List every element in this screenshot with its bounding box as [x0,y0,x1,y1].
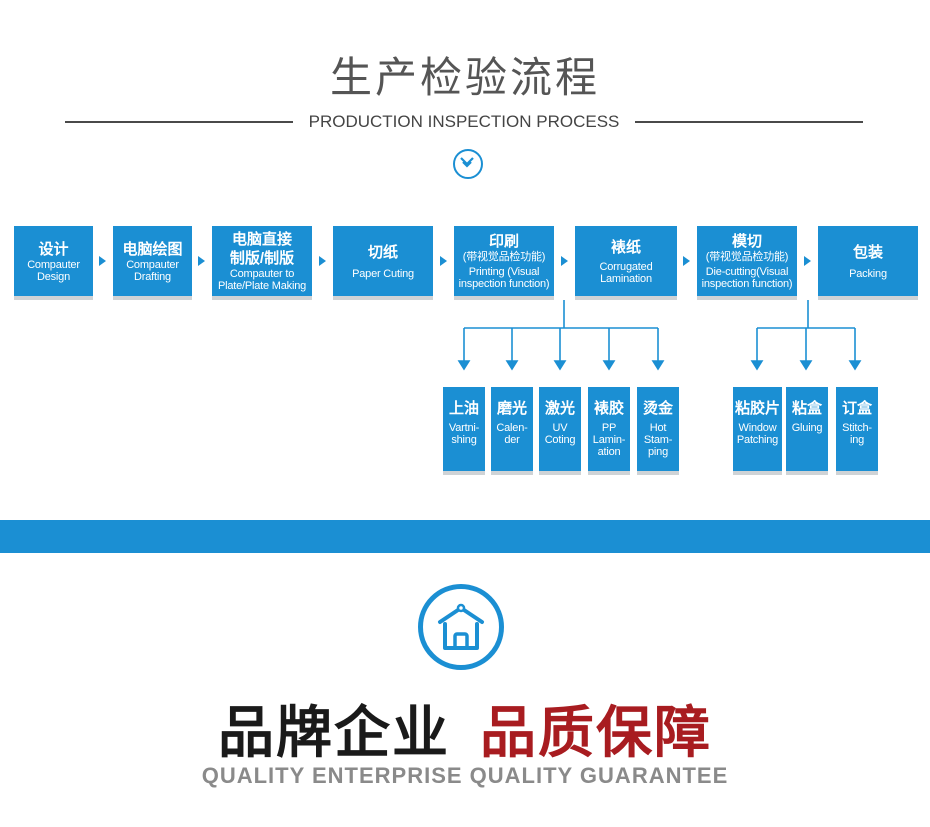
finish-label-en: Hot [649,422,667,434]
finish-uv-coating: 激光 UV Coting [539,387,581,471]
step-label-en: Packing [849,267,887,280]
arrow-right-icon [561,256,568,266]
connector-lines [457,300,862,371]
step-label-cn: 切纸 [367,243,398,261]
step-packing: 包装 Packing [818,226,918,296]
step-label-cn: 裱纸 [610,238,641,256]
finish-label-en: ation [597,446,621,458]
house-emblem [418,584,504,670]
finish-label-cn: 裱胶 [593,400,624,417]
step-corrugated-lamination: 裱纸 Corrugated Lamination [575,226,677,296]
step-label-cn: 模切 [731,233,762,250]
slogan-english: QUALITY ENTERPRISE QUALITY GUARANTEE [201,763,729,788]
page-title: 生产检验流程 [329,54,600,101]
step-design: 设计 Compauter Design [14,226,93,296]
arrow-right-icon [99,256,106,266]
finish-label-en: shing [451,434,477,446]
finish-label-en: Vartni- [448,422,480,434]
finish-label-en: ping [648,446,668,458]
step-label-en: Plate/Plate Making [217,280,307,292]
finish-label-en: Coting [544,434,576,446]
step-label-cn: 设计 [38,240,69,258]
finish-label-cn: 烫金 [642,400,673,417]
arrow-down-icon [553,360,567,371]
finish-label-en: Calen- [496,422,528,434]
step-label-en: Corrugated [599,260,653,273]
step-label-cn-note: (带视觉品检功能) [462,251,546,263]
finish-label-en: UV [552,422,568,434]
arrow-down-icon [505,360,519,371]
step-drafting: 电脑绘图 Compauter Drafting [113,226,192,296]
step-paper-cutting: 切纸 Paper Cuting [333,226,433,296]
step-label-cn: 电脑直接 [231,231,292,248]
step-label-en: Compauter to [229,268,295,280]
finish-label-cn: 订盒 [841,400,872,417]
page-subtitle: PRODUCTION INSPECTION PROCESS [308,112,620,131]
finish-label-en: der [504,434,520,446]
step-label-cn: 包装 [852,243,883,261]
arrow-down-icon [651,360,665,371]
step-label-en: Compauter [27,258,80,271]
arrow-down-icon [848,360,862,371]
arrow-right-icon [198,256,205,266]
step-printing: 印刷 (带视觉品检功能) Printing (Visual inspection… [454,226,554,296]
finish-calender: 磨光 Calen- der [491,387,533,471]
finish-label-cn: 上油 [448,400,479,417]
arrow-down-icon [750,360,764,371]
finish-hot-stamping: 烫金 Hot Stam- ping [637,387,679,471]
step-label-en: Compauter [126,258,179,271]
finish-label-cn: 激光 [544,400,575,417]
subtitle-row: PRODUCTION INSPECTION PROCESS [65,110,864,134]
finish-varnishing: 上油 Vartni- shing [443,387,485,471]
finish-label-en: Stitch- [842,422,872,434]
arrow-down-icon [602,360,616,371]
step-plate-making: 电脑直接 制版/制版 Compauter to Plate/Plate Maki… [212,226,312,296]
step-label-cn: 电脑绘图 [122,240,183,258]
finish-label-cn: 磨光 [496,400,527,417]
step-label-en: Design [36,270,71,283]
finish-label-en: ing [849,434,865,446]
step-label-cn-note: (带视觉品检功能) [705,251,789,263]
finish-label-en: Stam- [643,434,673,446]
finish-label-cn: 粘盒 [791,400,822,417]
step-label-en: inspection function) [458,278,550,290]
finish-label-en: Patching [736,434,779,446]
finish-window-patching: 粘胶片 Window Patching [733,387,782,471]
finish-pp-lamination: 裱胶 PP Lamin- ation [588,387,630,471]
step-label-en: inspection function) [701,278,793,290]
finish-gluing: 粘盒 Gluing [786,387,828,471]
finish-label-en: Lamin- [592,434,626,446]
step-label-cn: 印刷 [488,233,519,250]
step-label-cn: 制版/制版 [229,250,295,267]
house-icon [438,603,484,650]
finish-label-en: Window [738,422,777,434]
arrow-down-icon [457,360,471,371]
finish-stitching: 订盒 Stitch- ing [836,387,878,471]
divider-right [635,121,864,123]
arrow-right-icon [683,256,690,266]
step-label-en: Printing (Visual [468,266,540,278]
finish-label-en: PP [601,422,617,434]
finish-label-cn: 粘胶片 [734,400,780,417]
slogan: 品牌企业品质保障 [0,700,930,766]
step-label-en: Paper Cuting [352,267,414,280]
divider-left [65,121,293,123]
section-divider-band [0,520,930,553]
slogan-part-2: 品质保障 [480,701,712,764]
arrow-right-icon [319,256,326,266]
arrow-right-icon [804,256,811,266]
arrow-right-icon [440,256,447,266]
chevron-down-circle-icon [453,149,483,179]
chevron-down-icon [460,157,474,168]
step-label-en: Drafting [134,270,171,283]
arrow-down-icon [799,360,813,371]
step-label-en: Die-cutting(Visual [705,266,789,278]
slogan-part-1: 品牌企业 [218,701,450,764]
step-die-cutting: 模切 (带视觉品检功能) Die-cutting(Visual inspecti… [697,226,797,296]
finish-label-en: Gluing [791,422,823,434]
step-label-en: Lamination [600,272,652,285]
